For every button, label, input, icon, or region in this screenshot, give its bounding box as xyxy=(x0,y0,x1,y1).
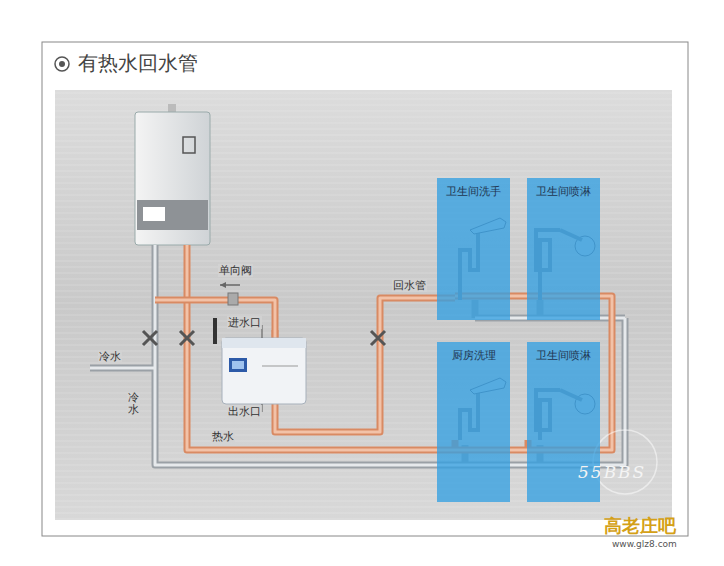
fixture-panel: 厨房洗理 xyxy=(437,342,510,502)
return-pipe-label: 回水管 xyxy=(392,279,427,292)
water-heater xyxy=(135,104,210,245)
hot-water-label: 热水 xyxy=(211,430,235,443)
title-bullet xyxy=(59,61,65,67)
watermark-url: www.glz8.com xyxy=(612,539,677,550)
cold-water-label: 冷水 xyxy=(98,350,122,363)
valve-label: 单向阀 xyxy=(218,264,253,277)
fixture-label: 卫生间洗手 xyxy=(437,178,510,199)
fixture-label: 厨房洗理 xyxy=(437,342,510,363)
watermark: 高老庄吧 xyxy=(604,515,676,537)
watermark: 55BBS xyxy=(578,462,646,482)
background-texture xyxy=(55,90,672,520)
circulation-pump xyxy=(213,318,306,412)
frame xyxy=(42,42,688,536)
fixture-label: 卫生间喷淋 xyxy=(527,178,600,199)
outlet-label: 出水口 xyxy=(227,405,262,418)
check-valve xyxy=(220,282,240,305)
diagram-title: 有热水回水管 xyxy=(78,51,198,75)
inlet-label: 进水口 xyxy=(227,316,262,329)
fixture-panel: 卫生间喷淋 xyxy=(527,178,600,320)
fixture-panel: 卫生间洗手 xyxy=(437,178,510,320)
title-bullet xyxy=(55,57,69,71)
background-panel xyxy=(55,90,672,520)
fixture-label: 卫生间喷淋 xyxy=(527,342,600,363)
cold-water-label: 冷水 xyxy=(127,392,140,416)
